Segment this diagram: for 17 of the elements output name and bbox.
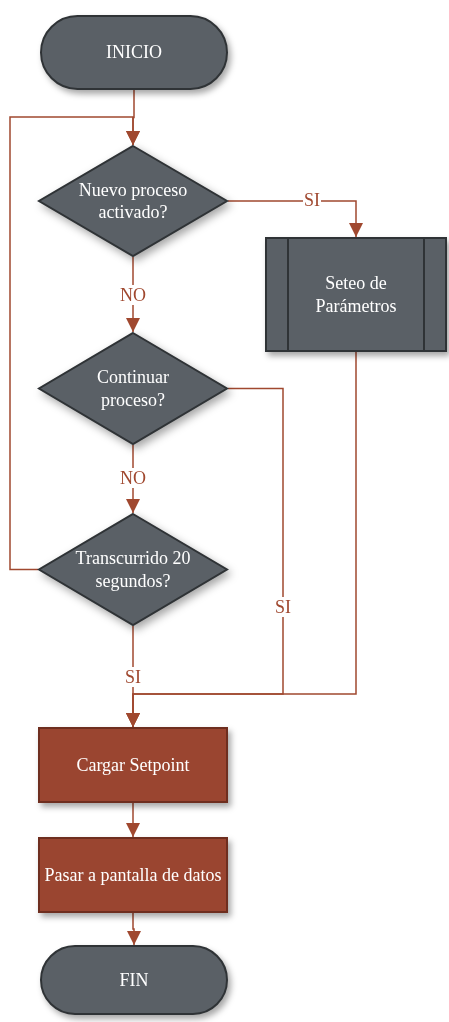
arrow [127, 912, 141, 946]
process-box: Pasar a pantalla de datos [38, 837, 228, 913]
arrow [126, 351, 357, 728]
arrow [9, 116, 140, 571]
decision-text: Continuar proceso? [96, 366, 170, 411]
edge-label: SI [274, 597, 292, 617]
edge-label: NO [119, 285, 147, 305]
decision-text: Nuevo proceso activado? [77, 178, 189, 224]
terminal-node: FIN [40, 945, 228, 1015]
predefined-process-box: Seteo de Parámetros [265, 237, 447, 352]
terminal-node: INICIO [40, 15, 228, 90]
arrow [126, 802, 140, 838]
edge-label: SI [124, 667, 142, 687]
decision-text: Transcurrido 20 segundos? [74, 547, 192, 592]
arrow [227, 200, 363, 238]
process-box: Cargar Setpoint [38, 727, 228, 803]
edge-label: NO [119, 468, 147, 488]
